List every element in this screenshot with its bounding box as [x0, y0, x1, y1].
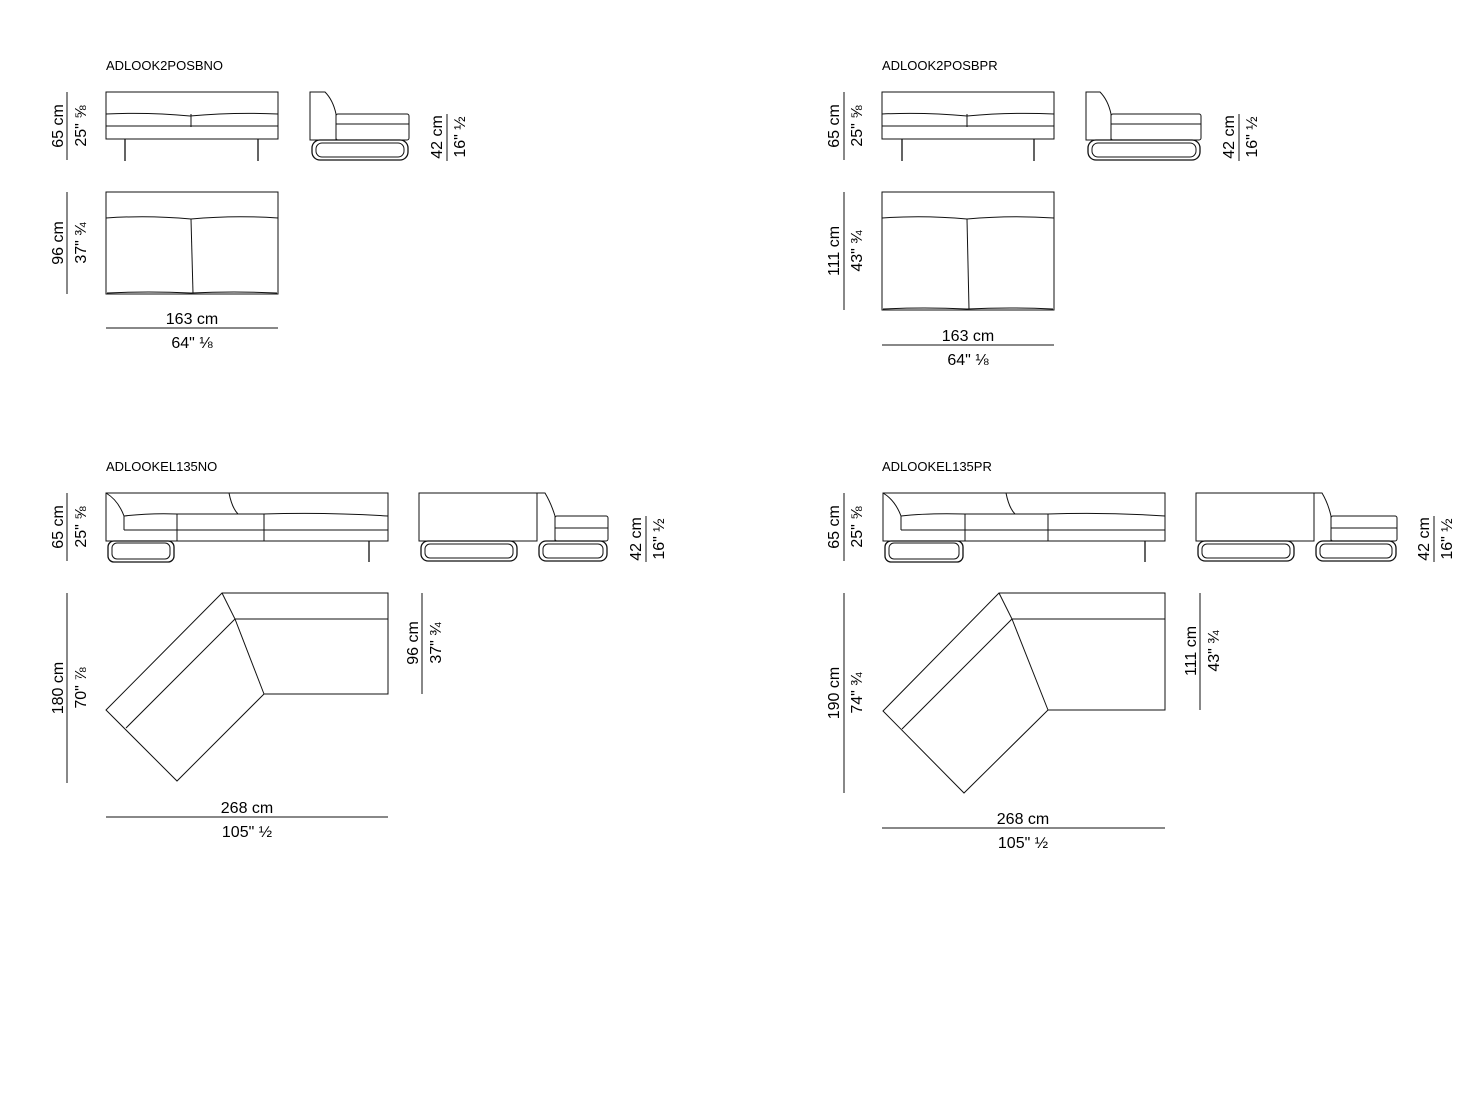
- model-code: ADLOOK2POSBNO: [106, 58, 223, 73]
- height-in-label: 25" ⅝: [73, 105, 90, 147]
- seat-height-in-label: 16" ½: [1439, 518, 1456, 559]
- height-in-label: 25" ⅝: [849, 506, 866, 548]
- width-in-label: 64" ⅛: [171, 335, 213, 352]
- height-in-label: 25" ⅝: [849, 105, 866, 147]
- side-view: [418, 492, 609, 562]
- model-adlookel135no: ADLOOKEL135NO 65 cm 25" ⅝ 42: [50, 459, 668, 841]
- model-code: ADLOOKEL135PR: [882, 459, 992, 474]
- arm-depth-cm-label: 111 cm: [1183, 626, 1200, 676]
- height-in-label: 25" ⅝: [73, 506, 90, 548]
- width-cm-label: 163 cm: [166, 311, 218, 328]
- model-adlook2posbpr: ADLOOK2POSBPR 65 cm 25" ⅝ 42 cm 16" ½ 11…: [826, 58, 1261, 369]
- front-view: [882, 492, 1166, 563]
- side-view: [1195, 492, 1398, 562]
- seat-height-cm-label: 42 cm: [628, 517, 645, 561]
- width-cm-label: 163 cm: [942, 328, 994, 345]
- height-cm-label: 65 cm: [826, 505, 843, 549]
- width-in-label: 105" ½: [998, 835, 1048, 852]
- height-cm-label: 65 cm: [826, 104, 843, 148]
- depth-cm-label: 96 cm: [50, 221, 67, 265]
- front-view: [881, 91, 1055, 161]
- arm-depth-in-label: 37" ¾: [428, 622, 445, 664]
- top-view: [881, 191, 1055, 311]
- seat-height-cm-label: 42 cm: [429, 115, 446, 159]
- model-code: ADLOOKEL135NO: [106, 459, 217, 474]
- seat-height-in-label: 16" ½: [452, 116, 469, 157]
- seat-height-cm-label: 42 cm: [1416, 517, 1433, 561]
- width-in-label: 64" ⅛: [947, 352, 989, 369]
- depth-cm-label: 190 cm: [826, 667, 843, 719]
- front-view: [105, 492, 389, 563]
- arm-depth-in-label: 43" ¾: [1206, 630, 1223, 672]
- width-cm-label: 268 cm: [221, 800, 273, 817]
- height-cm-label: 65 cm: [50, 104, 67, 148]
- depth-cm-label: 111 cm: [826, 226, 843, 276]
- seat-height-in-label: 16" ½: [1244, 116, 1261, 157]
- height-cm-label: 65 cm: [50, 505, 67, 549]
- top-view: [105, 592, 389, 782]
- depth-in-label: 70" ⅞: [73, 667, 90, 709]
- depth-in-label: 43" ¾: [849, 230, 866, 272]
- depth-in-label: 74" ¾: [849, 672, 866, 714]
- side-view: [1085, 91, 1202, 161]
- width-cm-label: 268 cm: [997, 811, 1049, 828]
- arm-depth-cm-label: 96 cm: [405, 621, 422, 665]
- top-view: [882, 592, 1166, 794]
- seat-height-cm-label: 42 cm: [1221, 115, 1238, 159]
- seat-height-in-label: 16" ½: [651, 518, 668, 559]
- depth-in-label: 37" ¾: [73, 222, 90, 264]
- depth-cm-label: 180 cm: [50, 662, 67, 714]
- side-view: [309, 91, 410, 161]
- model-adlook2posbno: ADLOOK2POSBNO 65 cm 25" ⅝ 42 cm 16" ½: [50, 58, 469, 352]
- model-code: ADLOOK2POSBPR: [882, 58, 998, 73]
- front-view: [105, 91, 279, 161]
- width-in-label: 105" ½: [222, 824, 272, 841]
- model-adlookel135pr: ADLOOKEL135PR 65 cm 25" ⅝ 42: [826, 459, 1456, 852]
- top-view: [105, 191, 279, 295]
